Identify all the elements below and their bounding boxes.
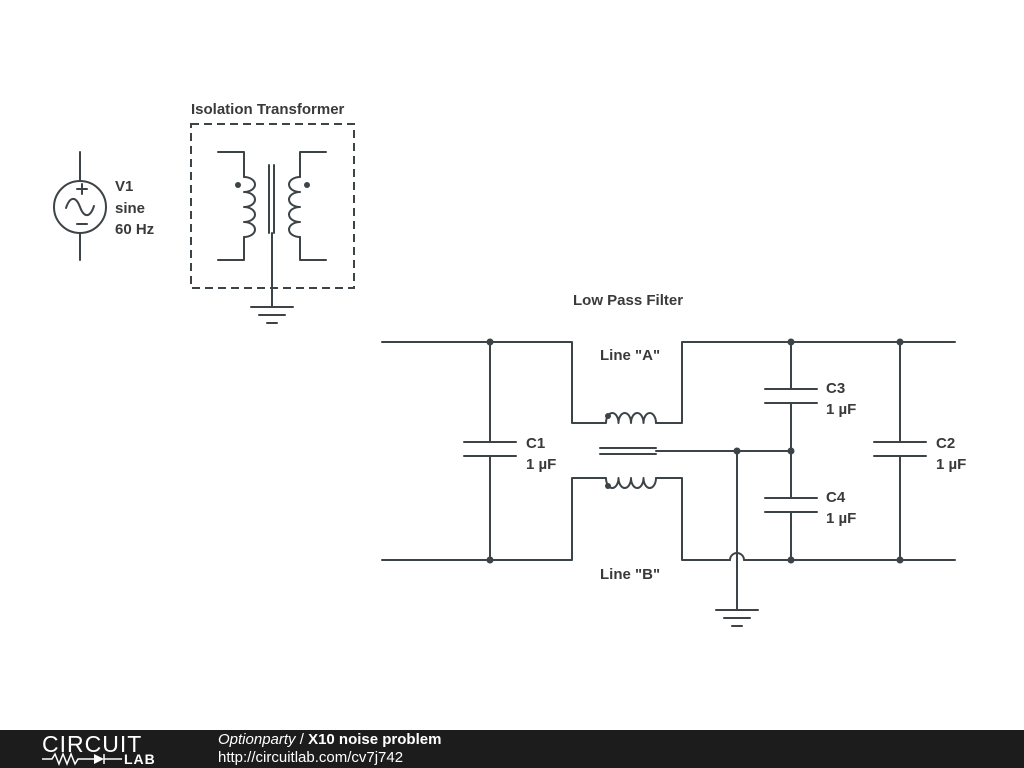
c2-value: 1 µF [936, 456, 966, 473]
c2-name: C2 [936, 435, 955, 452]
ground-symbol [715, 609, 759, 627]
c1-value: 1 µF [526, 456, 556, 473]
common-mode-choke[interactable] [599, 412, 657, 489]
circuit-title[interactable]: X10 noise problem [308, 731, 442, 748]
circuitlab-logo[interactable]: CIRCUIT LAB [42, 732, 182, 768]
transformer-title: Isolation Transformer [191, 101, 345, 118]
circuit-schematic: V1 sine 60 Hz Isolation Transformer Low … [53, 101, 966, 627]
capacitor-c1[interactable] [463, 441, 517, 457]
attribution-separator: / [295, 731, 309, 748]
c3-value: 1 µF [826, 401, 856, 418]
source-frequency: 60 Hz [115, 221, 154, 238]
filter-title: Low Pass Filter [573, 292, 683, 309]
c3-name: C3 [826, 380, 845, 397]
voltage-source-v1[interactable] [53, 151, 107, 261]
line-a-label: Line "A" [600, 347, 660, 364]
line-b-label: Line "B" [600, 566, 660, 583]
logo-text-lab: LAB [124, 751, 156, 767]
capacitor-c2[interactable] [873, 441, 927, 457]
author-link[interactable]: Optionparty [218, 731, 296, 748]
circuit-attribution: Optionparty / X10 noise problem [218, 731, 441, 749]
source-label: V1 [115, 178, 133, 195]
resistor-diode-icon [42, 752, 122, 766]
footer-bar: CIRCUIT LAB Optionparty / X10 noise prob… [0, 730, 1024, 768]
capacitor-c4[interactable] [764, 497, 818, 513]
source-type: sine [115, 200, 145, 217]
isolation-transformer[interactable] [217, 151, 327, 324]
capacitor-c3[interactable] [764, 388, 818, 404]
logo-text-circuit: CIRCUIT [42, 731, 143, 757]
c4-value: 1 µF [826, 510, 856, 527]
c1-name: C1 [526, 435, 545, 452]
circuit-url[interactable]: http://circuitlab.com/cv7j742 [218, 749, 404, 766]
filter-wiring [381, 338, 956, 611]
c4-name: C4 [826, 489, 846, 506]
